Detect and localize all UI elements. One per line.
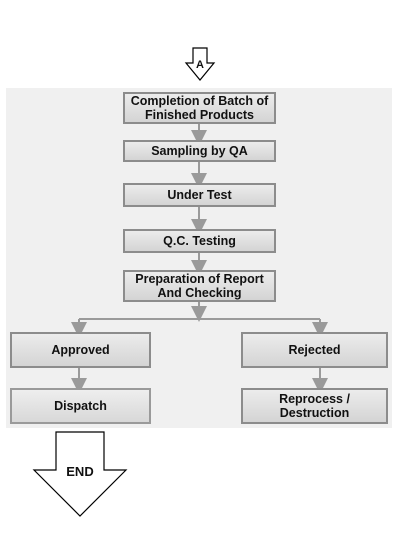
end-terminal-arrow [32,431,128,517]
step-qc-testing: Q.C. Testing [123,229,276,253]
connector-a-label: A [196,59,204,71]
step-dispatch-label: Dispatch [54,399,107,413]
step-reprocess-destruction: Reprocess / Destruction [241,388,388,424]
end-label: END [66,464,94,479]
step-under-test: Under Test [123,183,276,207]
step-report-label: Preparation of Report And Checking [135,272,264,300]
step-sampling-by-qa: Sampling by QA [123,140,276,162]
step-rejected-label: Rejected [288,343,341,357]
connector-a-arrow [184,47,216,81]
step-completion-label: Completion of Batch of Finished Products [130,94,269,122]
step-approved: Approved [10,332,151,368]
step-completion-of-batch: Completion of Batch of Finished Products [123,92,276,124]
step-reprocess-label: Reprocess / Destruction [279,392,350,420]
step-dispatch: Dispatch [10,388,151,424]
step-qc-testing-label: Q.C. Testing [163,234,236,248]
step-approved-label: Approved [51,343,110,357]
step-rejected: Rejected [241,332,388,368]
step-under-test-label: Under Test [167,188,232,202]
step-report-and-checking: Preparation of Report And Checking [123,270,276,302]
step-sampling-label: Sampling by QA [151,144,248,158]
